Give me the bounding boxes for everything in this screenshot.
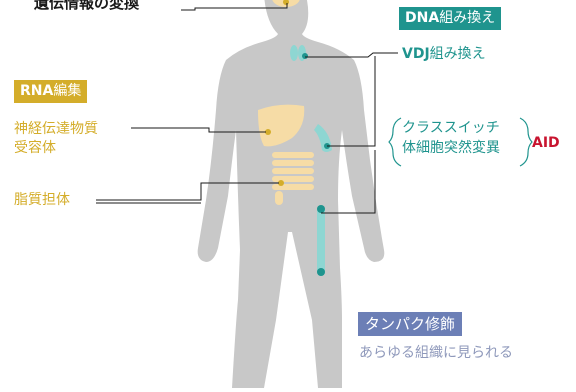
bone-marrow-top-dot bbox=[317, 205, 325, 213]
rna-tag-strong: RNA bbox=[20, 83, 54, 99]
rna-tag-rest: 編集 bbox=[53, 83, 82, 99]
dna-recombination-tag: DNA組み換え bbox=[399, 7, 502, 30]
bone-marrow-shape bbox=[317, 206, 325, 276]
intestine-dot bbox=[278, 180, 284, 186]
class-switch-right-bracket bbox=[519, 117, 533, 167]
dna-tag-strong: DNA bbox=[405, 10, 440, 26]
protein-modification-tag: タンパク修飾 bbox=[358, 312, 463, 336]
human-silhouette bbox=[197, 0, 385, 388]
rna-target-line-1: 神経伝達物質 bbox=[14, 121, 98, 137]
liver-dot bbox=[265, 129, 271, 135]
class-switch-label: クラススイッチ 体細胞突然変異 bbox=[402, 119, 500, 158]
title-connector bbox=[181, 3, 288, 11]
neurotransmitter-receptor-label: 神経伝達物質 受容体 bbox=[14, 120, 98, 158]
liver-shape bbox=[258, 104, 305, 147]
dna-tag-rest: 組み換え bbox=[439, 10, 496, 26]
vdj-recombination-label: VDJ組み換え bbox=[402, 46, 486, 64]
bone-marrow-bottom-dot bbox=[317, 268, 325, 276]
rna-target-line-2: 受容体 bbox=[14, 139, 56, 156]
rna-editing-tag: RNA編集 bbox=[14, 80, 88, 103]
lipid-carrier-label: 脂質担体 bbox=[14, 192, 70, 208]
aid-label: AID bbox=[532, 135, 560, 151]
genetic-info-conversion-title: 遺伝情報の変換 bbox=[34, 0, 140, 12]
rna-targets-connector bbox=[131, 127, 266, 133]
class-switch-connector bbox=[327, 56, 376, 147]
intestine-shape bbox=[272, 152, 314, 205]
class-switch-line-1: クラススイッチ bbox=[402, 120, 500, 136]
all-tissues-label: あらゆる組織に見られる bbox=[359, 345, 513, 361]
thymus-dot bbox=[302, 53, 308, 59]
fat-connector bbox=[96, 182, 279, 201]
vdj-rest: 組み換え bbox=[429, 46, 486, 62]
class-switch-left-bracket bbox=[388, 117, 402, 167]
vdj-connector bbox=[305, 52, 398, 58]
thymus-left bbox=[290, 45, 298, 61]
vdj-strong: VDJ bbox=[402, 46, 430, 62]
bone-marrow-connector bbox=[321, 150, 376, 214]
class-switch-line-2: 体細胞突然変異 bbox=[402, 139, 500, 156]
